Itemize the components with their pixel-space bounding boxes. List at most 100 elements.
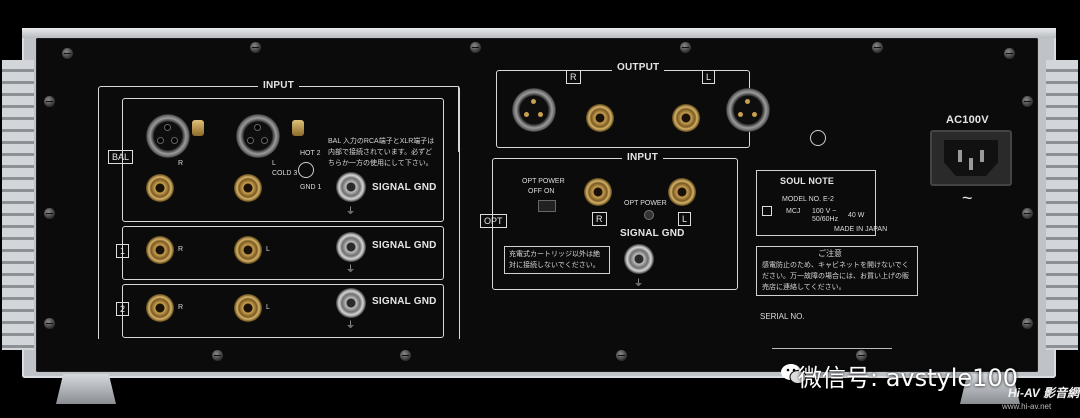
opt-power-led bbox=[644, 210, 654, 220]
rating-voltage: 100 V ~ bbox=[812, 208, 837, 215]
input2-ch-r: R bbox=[178, 304, 184, 311]
screw-icon bbox=[680, 42, 691, 53]
output-xlr-right[interactable] bbox=[512, 88, 556, 132]
ac-pin bbox=[980, 150, 984, 162]
output-ch-l: L bbox=[702, 70, 716, 84]
input2-signal-gnd-terminal[interactable] bbox=[336, 288, 366, 318]
opt-label: OPT bbox=[480, 214, 507, 228]
input2-rca-right[interactable] bbox=[146, 294, 174, 322]
opt-signal-gnd-terminal[interactable] bbox=[624, 244, 654, 274]
ground-icon: ⏚ bbox=[346, 320, 356, 330]
input2-ch-l: L bbox=[266, 304, 270, 311]
bal-xlr-left[interactable] bbox=[236, 114, 280, 158]
opt-power-label: OPT POWER bbox=[522, 178, 565, 185]
input1-rca-left[interactable] bbox=[234, 236, 262, 264]
screw-icon bbox=[250, 42, 261, 53]
input-title: INPUT bbox=[258, 80, 299, 91]
input1-frame bbox=[122, 226, 444, 280]
screw-icon bbox=[470, 42, 481, 53]
screw-icon bbox=[1022, 96, 1033, 107]
screw-icon bbox=[1022, 208, 1033, 219]
input2-label: 2 bbox=[116, 302, 130, 316]
caution-text: 感電防止のため、キャビネットを開けないでください。万一故障の場合には、お買い上げ… bbox=[762, 262, 909, 291]
screw-icon bbox=[400, 350, 411, 361]
brand-logo: SOUL NOTE bbox=[780, 176, 835, 186]
input1-label: 1 bbox=[116, 244, 130, 258]
serial-line bbox=[772, 348, 892, 349]
screw-icon bbox=[44, 96, 55, 107]
watermark-url: www.hi-av.net bbox=[1002, 402, 1052, 411]
ground-icon: ⏚ bbox=[634, 278, 644, 288]
serial-label: SERIAL NO. bbox=[760, 312, 805, 321]
bal-section-frame bbox=[122, 98, 444, 222]
screw-icon bbox=[44, 318, 55, 329]
input2-rca-left[interactable] bbox=[234, 294, 262, 322]
xlr-pin-diagram-icon bbox=[810, 130, 826, 146]
bal-rca-left[interactable] bbox=[234, 174, 262, 202]
model-number: MODEL NO. E-2 bbox=[782, 196, 834, 203]
opt-power-off-on: OFF ON bbox=[528, 188, 555, 195]
ac-sine-symbol: ~ bbox=[962, 188, 973, 208]
screw-icon bbox=[1022, 318, 1033, 329]
input2-signal-gnd-label: SIGNAL GND bbox=[372, 296, 437, 307]
screw-icon bbox=[1004, 48, 1015, 59]
screw-icon bbox=[44, 208, 55, 219]
caution-title: ご注意 bbox=[818, 249, 842, 258]
watermark-text: 微信号: avstyle100 bbox=[798, 364, 1018, 392]
input1-rca-right[interactable] bbox=[146, 236, 174, 264]
opt-power-switch[interactable] bbox=[538, 200, 556, 212]
xlr-pin-diagram-icon bbox=[298, 162, 314, 178]
opt-rca-right[interactable] bbox=[584, 178, 612, 206]
ground-icon: ⏚ bbox=[346, 264, 356, 274]
xlr-latch-icon[interactable] bbox=[292, 120, 304, 136]
opt-input-frame bbox=[492, 158, 738, 290]
made-in-label: MADE IN JAPAN bbox=[834, 226, 888, 233]
output-xlr-left[interactable] bbox=[726, 88, 770, 132]
xlr-latch-icon[interactable] bbox=[192, 120, 204, 136]
xlr-pin-hot: HOT 2 bbox=[300, 150, 321, 157]
output-title: OUTPUT bbox=[612, 62, 665, 73]
input1-signal-gnd-label: SIGNAL GND bbox=[372, 240, 437, 251]
mcj-mark: MCJ bbox=[786, 208, 801, 215]
rating-plate bbox=[756, 170, 876, 236]
cartridge-note: 充電式カートリッジ以外は絶対に接続しないでください。 bbox=[504, 246, 610, 274]
screw-icon bbox=[616, 350, 627, 361]
foot-right bbox=[960, 374, 1020, 404]
rating-watts: 40 W bbox=[848, 212, 865, 219]
bal-ch-r: R bbox=[178, 160, 184, 167]
opt-ch-l: L bbox=[678, 212, 692, 226]
input1-signal-gnd-terminal[interactable] bbox=[336, 232, 366, 262]
heatsink-left bbox=[2, 60, 34, 350]
bal-signal-gnd-terminal[interactable] bbox=[336, 172, 366, 202]
screw-icon bbox=[212, 350, 223, 361]
bal-xlr-right[interactable] bbox=[146, 114, 190, 158]
opt-input-title: INPUT bbox=[622, 152, 663, 163]
heatsink-right bbox=[1046, 60, 1078, 350]
ac-pin bbox=[958, 150, 962, 162]
bal-rca-right[interactable] bbox=[146, 174, 174, 202]
bal-label: BAL bbox=[108, 150, 134, 164]
screw-icon bbox=[856, 350, 867, 361]
foot-left bbox=[56, 374, 116, 404]
bal-signal-gnd-label: SIGNAL GND bbox=[372, 182, 437, 193]
caution-plate bbox=[756, 246, 918, 296]
input2-frame bbox=[122, 284, 444, 338]
opt-power-led-label: OPT POWER bbox=[624, 200, 667, 207]
xlr-pin-cold: COLD 3 bbox=[272, 170, 298, 177]
screw-icon bbox=[872, 42, 883, 53]
input1-ch-r: R bbox=[178, 246, 184, 253]
watermark-brand: Hi-AV 影音網 bbox=[1008, 386, 1080, 400]
rating-frequency: 50/60Hz bbox=[812, 216, 839, 223]
opt-rca-left[interactable] bbox=[668, 178, 696, 206]
class-ii-icon bbox=[762, 206, 772, 216]
output-rca-right[interactable] bbox=[586, 104, 614, 132]
screw-icon bbox=[62, 48, 73, 59]
output-ch-r: R bbox=[566, 70, 581, 84]
ac-voltage-label: AC100V bbox=[946, 114, 989, 126]
ac-pin bbox=[969, 158, 973, 170]
bal-ch-l: L bbox=[272, 160, 276, 167]
wechat-icon bbox=[781, 364, 807, 384]
output-rca-left[interactable] bbox=[672, 104, 700, 132]
input-frame-edge bbox=[458, 86, 459, 152]
xlr-pin-gnd: GND 1 bbox=[300, 184, 322, 191]
